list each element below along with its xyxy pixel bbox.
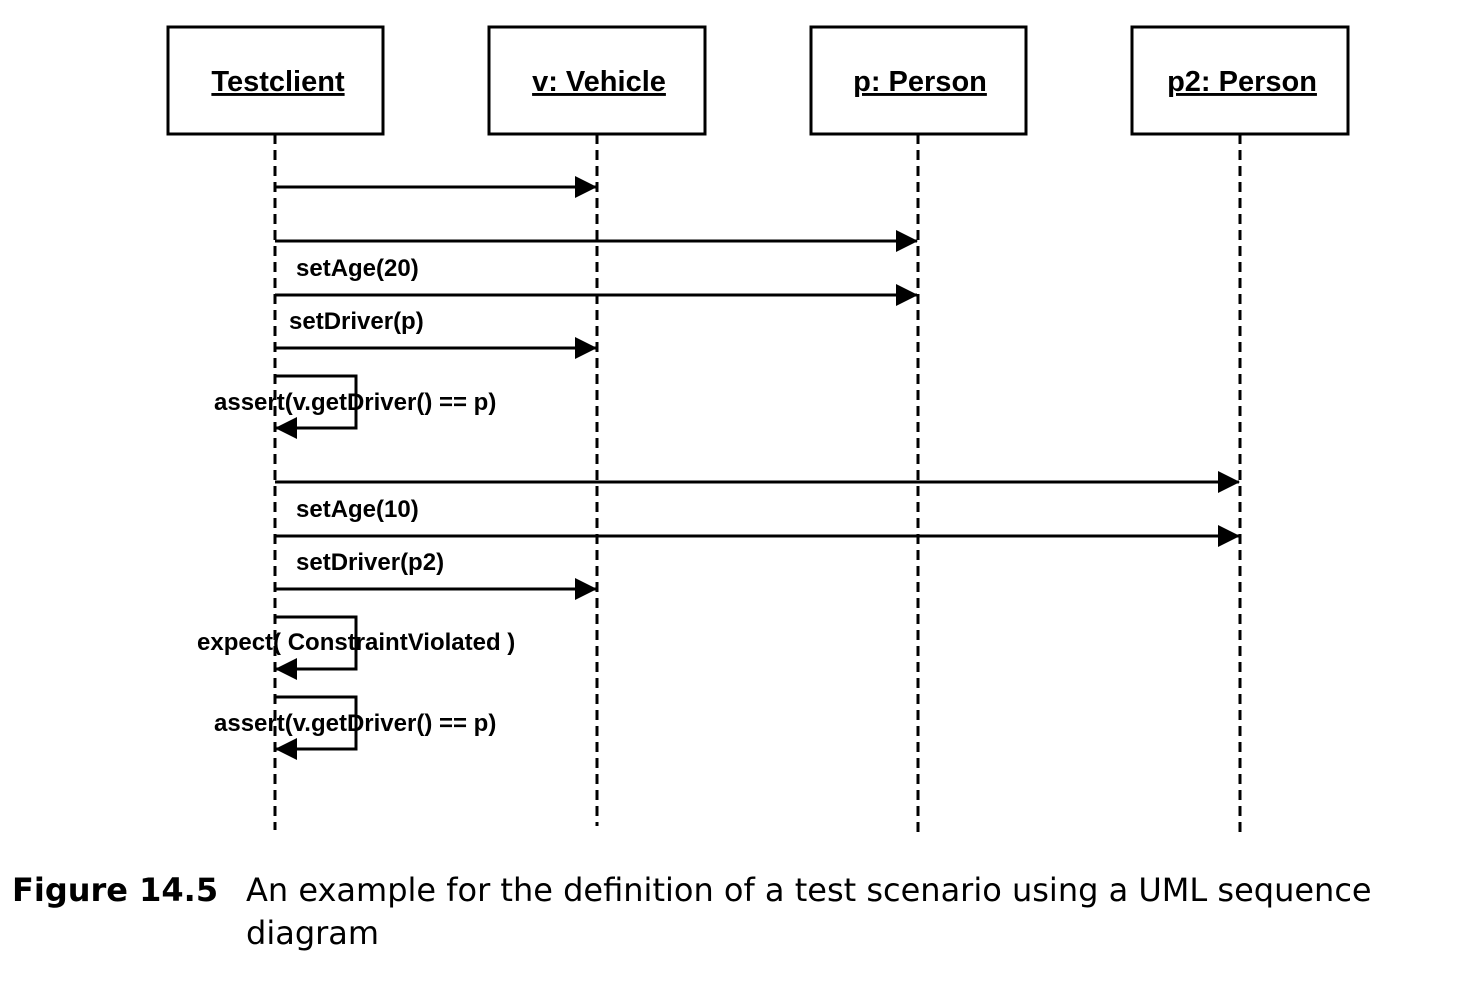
self-message-assert-2: assert(v.getDriver() == p) — [214, 695, 496, 760]
message-setdriver-p2: setDriver(p2) — [275, 549, 597, 600]
message-label: setDriver(p) — [289, 308, 424, 335]
message-label: setAge(20) — [296, 255, 419, 282]
message-label: setDriver(p2) — [296, 549, 444, 576]
message-label: setAge(10) — [296, 496, 419, 523]
message-label: expect( ConstraintViolated ) — [197, 629, 515, 656]
self-message-expect: expect( ConstraintViolated ) — [197, 615, 515, 680]
object-person: p: Person — [809, 25, 1028, 136]
object-testclient: Testclient — [166, 25, 385, 136]
message-setage-20: setAge(20) — [275, 255, 918, 306]
message-setage-10: setAge(10) — [275, 496, 1240, 547]
figure-caption: Figure 14.5 An example for the definitio… — [12, 869, 1452, 955]
object-label: p2: Person — [1167, 66, 1317, 98]
object-label: Testclient — [211, 66, 345, 98]
message-label: assert(v.getDriver() == p) — [214, 389, 496, 416]
object-label: v: Vehicle — [532, 66, 666, 98]
object-label: p: Person — [853, 66, 987, 98]
figure-number: Figure 14.5 — [12, 871, 219, 909]
sequence-diagram: Testclient v: Vehicle p: Person p2: Pers… — [166, 25, 1350, 832]
message-setdriver-p: setDriver(p) — [275, 308, 597, 359]
figure-caption-text: An example for the definition of a test … — [246, 871, 1372, 952]
message-label: assert(v.getDriver() == p) — [214, 710, 496, 737]
self-message-assert-1: assert(v.getDriver() == p) — [214, 374, 496, 439]
object-vehicle: v: Vehicle — [487, 25, 707, 136]
object-person2: p2: Person — [1130, 25, 1350, 136]
